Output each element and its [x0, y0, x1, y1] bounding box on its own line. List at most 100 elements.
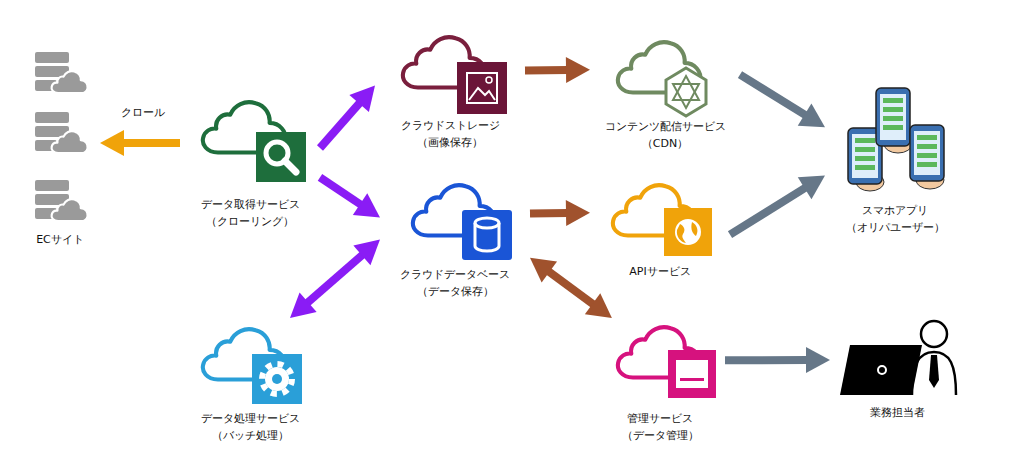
phone-body	[910, 125, 944, 181]
cdn-network	[673, 84, 699, 108]
service-square	[457, 62, 507, 114]
phone-row	[917, 144, 937, 149]
server-cloud	[52, 199, 88, 221]
server-cloud	[52, 71, 88, 93]
gear-body	[265, 367, 289, 391]
arrow-head	[100, 130, 124, 156]
ec-site-node: ECサイト	[20, 45, 100, 250]
admin-line	[680, 378, 704, 381]
cdn-hexagon	[666, 68, 706, 116]
arrow-connector	[740, 75, 825, 128]
image-sun	[486, 77, 492, 83]
node-label: クラウドストレージ （画像保存）	[375, 117, 525, 151]
edge-label: クロール	[121, 106, 165, 120]
server-cloud	[52, 131, 88, 153]
phone-body	[876, 88, 910, 146]
node-label: 業務担当者	[830, 404, 965, 421]
globe-land	[691, 222, 697, 236]
server-bar	[35, 180, 69, 191]
server-icon	[35, 52, 88, 93]
arrow-connector	[530, 200, 590, 226]
arrow-shaft	[320, 102, 360, 148]
service-square	[462, 210, 512, 260]
phone-row	[883, 116, 903, 121]
server-icon	[35, 180, 88, 221]
arrow-connector	[320, 177, 380, 217]
arrow-head	[353, 193, 380, 217]
db-body	[475, 223, 499, 251]
service-node: データ処理サービス （バッチ処理）	[170, 318, 330, 446]
service-node: コンテンツ配信サービス （CDN）	[590, 32, 740, 154]
service-node: クラウドデータベース （データ保存）	[380, 172, 530, 302]
service-node: APIサービス	[590, 172, 730, 282]
arrow-connector	[730, 176, 825, 235]
user-node: スマホアプリ （オリパユーザー）	[825, 82, 965, 238]
server-bar	[35, 112, 69, 123]
service-node: クラウドストレージ （画像保存）	[375, 28, 525, 153]
arrow-shaft	[725, 356, 808, 364]
service-square	[256, 132, 306, 182]
arrow-head	[566, 200, 590, 226]
arrow-shaft	[530, 209, 568, 218]
phone-row	[917, 153, 937, 158]
arrow-head	[806, 347, 830, 373]
cdn-network	[673, 76, 699, 100]
globe-land	[677, 224, 686, 243]
user-node: 業務担当者	[830, 318, 965, 423]
phone-row	[883, 125, 903, 130]
arrow-shaft	[730, 187, 806, 234]
laptop-screen	[840, 345, 922, 395]
arrow-connector	[725, 347, 830, 373]
arrow-connector	[100, 130, 180, 156]
service-square	[664, 208, 712, 256]
worker-icon	[840, 321, 956, 395]
laptop-logo	[878, 366, 886, 374]
arrow-connector	[290, 240, 380, 318]
arrow-shaft	[122, 139, 180, 147]
node-label: スマホアプリ （オリパユーザー）	[825, 202, 965, 236]
server-bar	[35, 52, 69, 63]
service-node: 管理サービス （データ管理）	[595, 318, 725, 446]
service-node: データ取得サービス （クローリング）	[180, 92, 320, 232]
magnifier-handle	[285, 161, 296, 172]
arrow-shaft	[525, 66, 568, 74]
db-top	[475, 218, 499, 228]
phone-screen	[880, 94, 906, 140]
person-head	[921, 321, 947, 347]
arrow-head	[353, 240, 380, 266]
service-square	[668, 350, 716, 398]
arrow-shaft	[307, 254, 364, 303]
arrow-head	[798, 104, 825, 128]
node-label: コンテンツ配信サービス （CDN）	[590, 118, 740, 152]
node-label: 管理サービス （データ管理）	[595, 410, 725, 444]
phone-row	[883, 107, 903, 112]
phone-screen	[914, 131, 940, 175]
phone-row	[855, 138, 875, 143]
arrow-shaft	[320, 177, 362, 205]
person-tie	[929, 355, 939, 388]
phone-row	[917, 135, 937, 140]
node-label: データ取得サービス （クローリング）	[180, 196, 320, 230]
service-square	[252, 354, 302, 404]
arrow-head	[798, 176, 825, 200]
gear-hole	[272, 374, 282, 384]
arrow-shaft	[740, 75, 806, 116]
node-label: データ処理サービス （バッチ処理）	[170, 410, 330, 444]
arrow-connector	[525, 57, 590, 83]
node-label: APIサービス	[590, 263, 730, 280]
arrow-connector	[530, 258, 612, 318]
phone-row	[855, 165, 875, 170]
arrow-shaft	[548, 271, 594, 305]
admin-window	[676, 360, 708, 388]
arrow-head	[349, 86, 375, 113]
phone-row	[855, 156, 875, 161]
node-label: クラウドデータベース （データ保存）	[380, 266, 530, 300]
arrow-head	[530, 258, 557, 283]
arrow-connector	[320, 86, 375, 149]
phone-row	[883, 98, 903, 103]
node-label: ECサイト	[20, 231, 100, 248]
server-icon	[35, 112, 88, 153]
arrow-head	[585, 293, 612, 318]
phone-row	[855, 147, 875, 152]
